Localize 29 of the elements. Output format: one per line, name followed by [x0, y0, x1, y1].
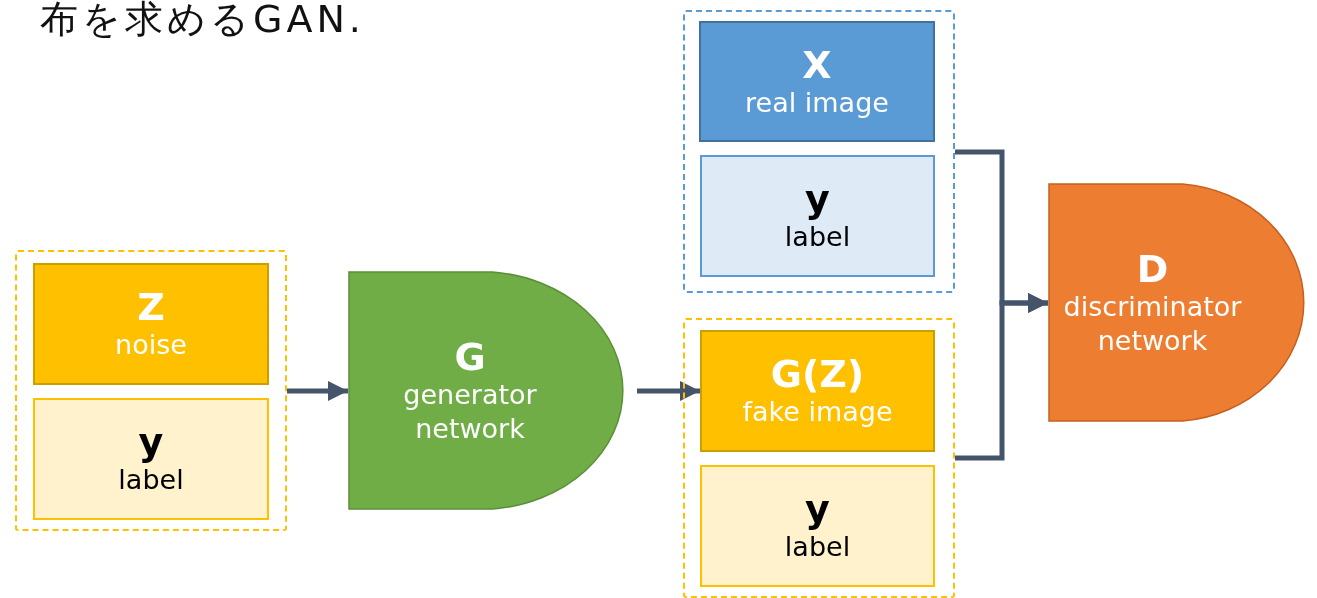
arrow [637, 381, 700, 401]
data-box [33, 263, 269, 385]
dashed-group-frame [683, 318, 955, 598]
arrow [287, 381, 348, 401]
symbol-label: D [1136, 247, 1169, 290]
description-label: noise [115, 328, 187, 362]
description-label: fake image [742, 395, 893, 429]
data-box [33, 398, 269, 520]
data-box [700, 330, 935, 452]
symbol-label: y [805, 488, 830, 530]
data-box [700, 155, 935, 277]
description-label: real image [745, 85, 889, 120]
data-box [700, 465, 935, 587]
symbol-label: G(Z) [770, 353, 865, 395]
description-label: discriminator network [1062, 289, 1243, 358]
symbol-label: X [802, 43, 832, 86]
description-label: label [118, 463, 184, 497]
symbol-label: y [805, 178, 830, 220]
dashed-group-frame [683, 10, 955, 293]
description-label: label [784, 220, 851, 254]
data-box [699, 21, 935, 142]
symbol-label: y [138, 421, 164, 463]
arrow [955, 293, 1048, 461]
symbol-label: G [454, 335, 486, 378]
description-label: generator network [402, 377, 538, 446]
description-label: label [784, 530, 851, 564]
title: 布を求めるGAN. [40, 0, 365, 43]
dashed-group-frame [15, 250, 287, 531]
symbol-label: Z [137, 286, 165, 328]
